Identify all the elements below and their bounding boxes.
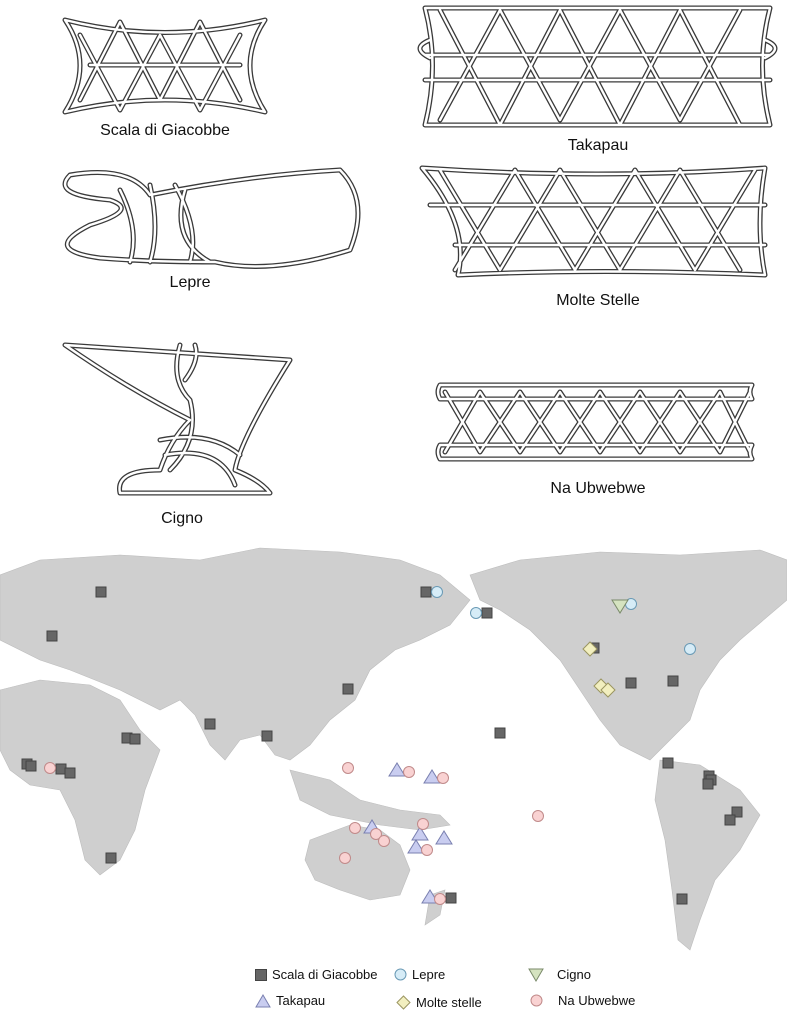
ubwebwe-marker bbox=[532, 810, 544, 822]
scala-marker bbox=[445, 892, 457, 904]
ubwebwe-marker bbox=[403, 766, 415, 778]
diamond-marker-icon bbox=[396, 995, 411, 1010]
caption-na-ubwebwe: Na Ubwebwe bbox=[550, 480, 646, 497]
ubwebwe-marker bbox=[421, 844, 433, 856]
caption-takapau: Takapau bbox=[567, 137, 629, 154]
legend-label: Cigno bbox=[557, 967, 591, 982]
takapau-marker bbox=[423, 769, 441, 784]
scala-marker bbox=[342, 683, 354, 695]
legend-item-takapau: Takapau bbox=[255, 993, 325, 1008]
scala-marker bbox=[261, 730, 273, 742]
scala-marker bbox=[702, 778, 714, 790]
takapau-marker bbox=[435, 830, 453, 845]
scala-marker bbox=[105, 852, 117, 864]
ubwebwe-marker bbox=[44, 762, 56, 774]
scala-marker bbox=[625, 677, 637, 689]
landmass-eurasia bbox=[0, 547, 471, 761]
caption-molte-stelle: Molte Stelle bbox=[556, 292, 640, 309]
square-marker-icon bbox=[255, 968, 267, 981]
ubwebwe-marker bbox=[378, 835, 390, 847]
scala-marker bbox=[724, 814, 736, 826]
takapau-marker bbox=[421, 889, 439, 904]
scala-marker bbox=[420, 586, 432, 598]
caption-scala-di-giacobbe: Scala di Giacobbe bbox=[100, 122, 230, 139]
map-markers bbox=[21, 586, 743, 905]
string-figure-scala-di-giacobbe bbox=[65, 20, 265, 112]
molte-marker bbox=[600, 682, 616, 698]
legend-label: Scala di Giacobbe bbox=[272, 967, 378, 982]
ubwebwe-marker bbox=[434, 893, 446, 905]
string-figure-lepre bbox=[65, 170, 358, 266]
string-figure-na-ubwebwe bbox=[438, 385, 752, 459]
scala-marker bbox=[731, 806, 743, 818]
takapau-marker bbox=[388, 762, 406, 777]
legend-label: Na Ubwebwe bbox=[558, 993, 636, 1008]
triangle-down-marker-icon bbox=[528, 968, 544, 982]
legend-label: Molte stelle bbox=[416, 995, 482, 1010]
scala-marker bbox=[25, 760, 37, 772]
lepre-marker bbox=[684, 643, 696, 655]
scala-marker bbox=[481, 607, 493, 619]
legend-label: Takapau bbox=[276, 993, 326, 1008]
ubwebwe-marker bbox=[349, 822, 361, 834]
lepre-marker bbox=[431, 586, 443, 598]
circle-marker-icon bbox=[394, 968, 407, 981]
ubwebwe-marker bbox=[370, 828, 382, 840]
ubwebwe-marker bbox=[437, 772, 449, 784]
legend-item-lepre: Lepre bbox=[394, 967, 445, 982]
scala-marker bbox=[676, 893, 688, 905]
legend-item-cigno: Cigno bbox=[528, 967, 591, 982]
ubwebwe-marker bbox=[339, 852, 351, 864]
string-figure-cigno bbox=[65, 345, 290, 493]
scala-marker bbox=[129, 733, 141, 745]
ubwebwe-marker bbox=[342, 762, 354, 774]
takapau-marker bbox=[411, 826, 429, 841]
legend-label: Lepre bbox=[412, 967, 446, 982]
landmass-north-america bbox=[469, 549, 787, 761]
scala-marker bbox=[204, 718, 216, 730]
scala-marker bbox=[95, 586, 107, 598]
triangle-up-marker-icon bbox=[255, 993, 271, 1007]
scala-marker bbox=[64, 767, 76, 779]
landmass-australia bbox=[304, 824, 411, 901]
world-map bbox=[0, 547, 787, 951]
caption-lepre: Lepre bbox=[169, 274, 211, 291]
string-figure-takapau bbox=[420, 8, 775, 125]
lepre-marker bbox=[470, 607, 482, 619]
circle-marker-icon bbox=[530, 994, 543, 1007]
caption-cigno: Cigno bbox=[161, 510, 203, 527]
string-figure-molte-stelle bbox=[422, 168, 765, 275]
takapau-marker bbox=[407, 839, 425, 854]
scala-marker bbox=[667, 675, 679, 687]
legend-item-scala: Scala di Giacobbe bbox=[255, 967, 378, 982]
legend-item-molte-stelle: Molte stelle bbox=[396, 995, 482, 1010]
cigno-marker bbox=[611, 599, 629, 614]
ubwebwe-marker bbox=[417, 818, 429, 830]
landmass-africa bbox=[0, 679, 161, 876]
legend-item-na-ubwebwe: Na Ubwebwe bbox=[530, 993, 635, 1008]
molte-marker bbox=[582, 641, 598, 657]
scala-marker bbox=[494, 727, 506, 739]
scala-marker bbox=[46, 630, 58, 642]
landmass-southeast-asia bbox=[289, 769, 451, 831]
scala-marker bbox=[662, 757, 674, 769]
